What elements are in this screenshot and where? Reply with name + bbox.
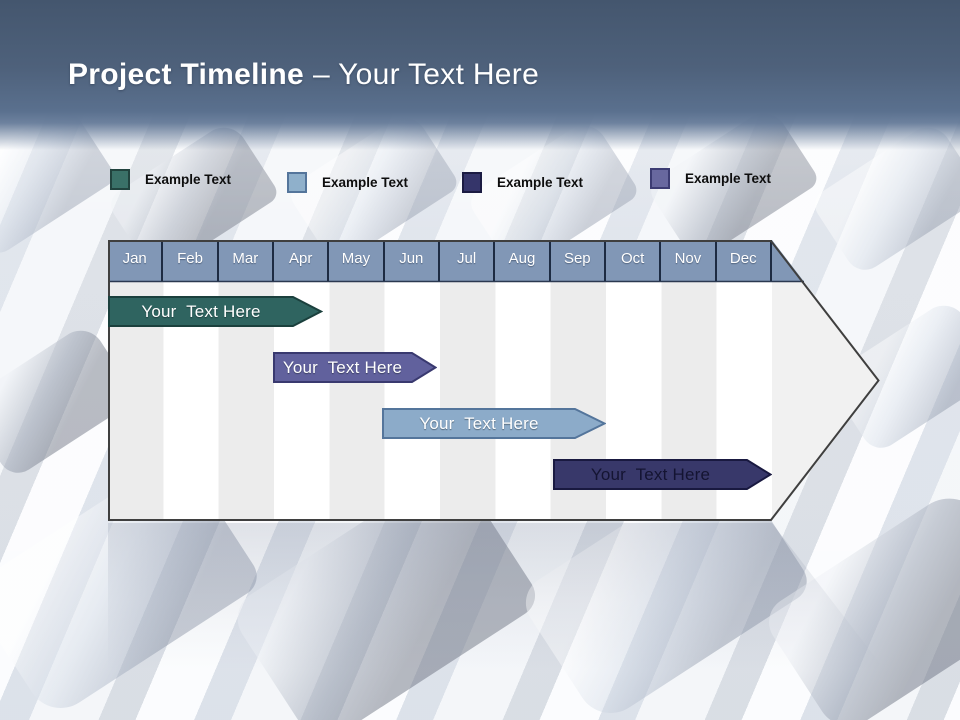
month-cell: Nov: [661, 240, 717, 281]
legend-swatch-lightblue: [287, 171, 307, 193]
month-cell: Jan: [108, 240, 164, 281]
legend-item: Example Text: [650, 167, 771, 189]
gantt-bar-4: Your Text Here: [553, 459, 772, 490]
legend-label: Example Text: [145, 171, 232, 187]
timeline-reflection: [108, 523, 880, 720]
gantt-bar-shape: [108, 296, 323, 327]
gantt-bar-label: Your Text Here: [141, 301, 261, 321]
month-cell: Oct: [606, 240, 662, 281]
month-cell: Feb: [163, 240, 219, 281]
gantt-bar-1: Your Text Here: [108, 296, 323, 327]
legend-swatch-purple: [650, 167, 670, 189]
legend-swatch-navy: [462, 171, 482, 193]
month-header-row: Jan Feb Mar Apr May Jun Jul Aug Sep Oct …: [108, 240, 880, 281]
month-cell: Jun: [385, 240, 440, 281]
gantt-bar-shape: [273, 352, 437, 383]
month-cell: Mar: [219, 240, 274, 281]
gantt-bar-shape: [382, 408, 606, 439]
month-cell: May: [329, 240, 385, 281]
page-title: Project Timeline – Your Text Here: [0, 0, 960, 91]
gantt-bar-2: Your Text Here: [273, 352, 437, 383]
legend-label: Example Text: [685, 170, 772, 186]
legend-item: Example Text: [110, 168, 231, 190]
legend-swatch-teal: [110, 168, 130, 190]
title-suffix: – Your Text Here: [313, 58, 540, 91]
gantt-bar-label: Your Text Here: [419, 413, 539, 433]
gantt-bar-shape: [553, 459, 772, 490]
gantt-bar-label: Your Text Here: [282, 357, 403, 377]
month-cell: Aug: [495, 240, 551, 281]
gantt-bar-label: Your Text Here: [590, 464, 711, 484]
month-cell: Apr: [274, 240, 330, 281]
legend-label: Example Text: [322, 174, 409, 190]
month-cell: Sep: [551, 240, 606, 281]
title-banner: Project Timeline – Your Text Here: [0, 0, 960, 150]
legend-item: Example Text: [462, 171, 583, 193]
month-cell: Jul: [440, 240, 496, 281]
legend-label: Example Text: [497, 174, 584, 190]
gantt-bar-3: Your Text Here: [382, 408, 606, 439]
month-cell: Dec: [717, 240, 772, 281]
legend-item: Example Text: [287, 171, 408, 193]
title-main: Project Timeline: [68, 58, 304, 91]
timeline-chart: Jan Feb Mar Apr May Jun Jul Aug Sep Oct …: [108, 240, 880, 521]
